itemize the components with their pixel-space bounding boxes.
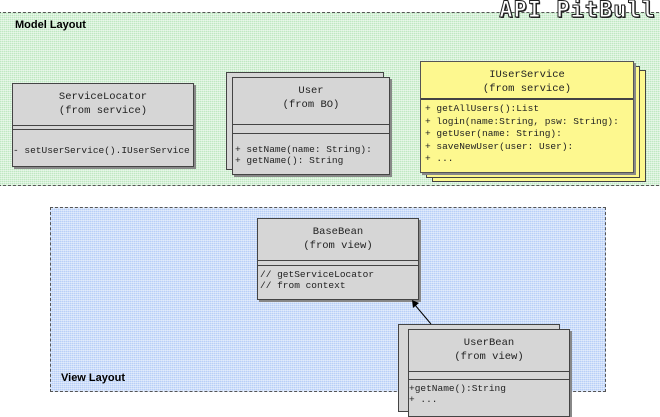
operations-compartment: +getName():String + ... <box>409 379 569 407</box>
class-header: UserBean (from view) <box>409 330 569 366</box>
class-header: User (from BO) <box>233 78 389 114</box>
operation: + getUser(name: String): <box>425 128 562 139</box>
class-stereotype: (from view) <box>303 240 373 252</box>
operation: // from context <box>260 280 346 291</box>
class-header: IUserService (from service) <box>421 62 633 98</box>
operations-compartment: + setName(name: String): + getName(): St… <box>233 133 389 168</box>
class-stereotype: (from service) <box>58 105 148 117</box>
operations-compartment: + getAllUsers():List + login(name:String… <box>421 99 633 168</box>
operation: + login(name:String, psw: String): <box>425 115 619 127</box>
class-name: User <box>298 85 324 97</box>
attributes-compartment <box>409 371 569 379</box>
class-stereotype: (from service) <box>482 83 572 95</box>
attributes-compartment <box>13 125 193 129</box>
class-stereotype: (from BO) <box>282 99 340 111</box>
attributes-compartment <box>421 98 633 99</box>
view-layout-label: View Layout <box>61 372 125 384</box>
class-service-locator[interactable]: ServiceLocator (from service) - setUserS… <box>12 83 194 167</box>
class-header: BaseBean (from view) <box>258 219 418 255</box>
api-pitbull-logo: API PitBull <box>499 0 656 24</box>
class-base-bean[interactable]: BaseBean (from view) // getServiceLocato… <box>257 218 419 300</box>
operation: + ... <box>425 153 454 164</box>
class-name: BaseBean <box>312 226 364 238</box>
attributes-compartment <box>233 124 389 133</box>
class-header: ServiceLocator (from service) <box>13 84 193 120</box>
operation: // getServiceLocator <box>260 269 375 280</box>
class-name: IUserService <box>489 69 565 81</box>
operation: + getAllUsers():List <box>425 103 540 114</box>
operation: + getName(): String <box>235 155 344 166</box>
class-user[interactable]: User (from BO) + setName(name: String): … <box>232 77 390 175</box>
operations-compartment: // getServiceLocator // from context <box>258 265 418 293</box>
model-layout-label: Model Layout <box>15 19 86 31</box>
operation: + saveNewUser(user: User): <box>425 140 574 152</box>
operation: + ... <box>409 394 438 405</box>
class-name: UserBean <box>463 337 515 349</box>
class-name: ServiceLocator <box>58 91 148 103</box>
class-stereotype: (from view) <box>454 351 524 363</box>
operation: - setUserService().IUserService <box>13 145 190 156</box>
interface-iuser-service[interactable]: IUserService (from service) + getAllUser… <box>420 61 634 173</box>
attributes-compartment <box>258 260 418 265</box>
operations-compartment: - setUserService().IUserService <box>13 129 193 158</box>
operation: +getName():String <box>409 383 506 394</box>
class-user-bean[interactable]: UserBean (from view) +getName():String +… <box>408 329 570 417</box>
operation: + setName(name: String): <box>235 144 372 155</box>
